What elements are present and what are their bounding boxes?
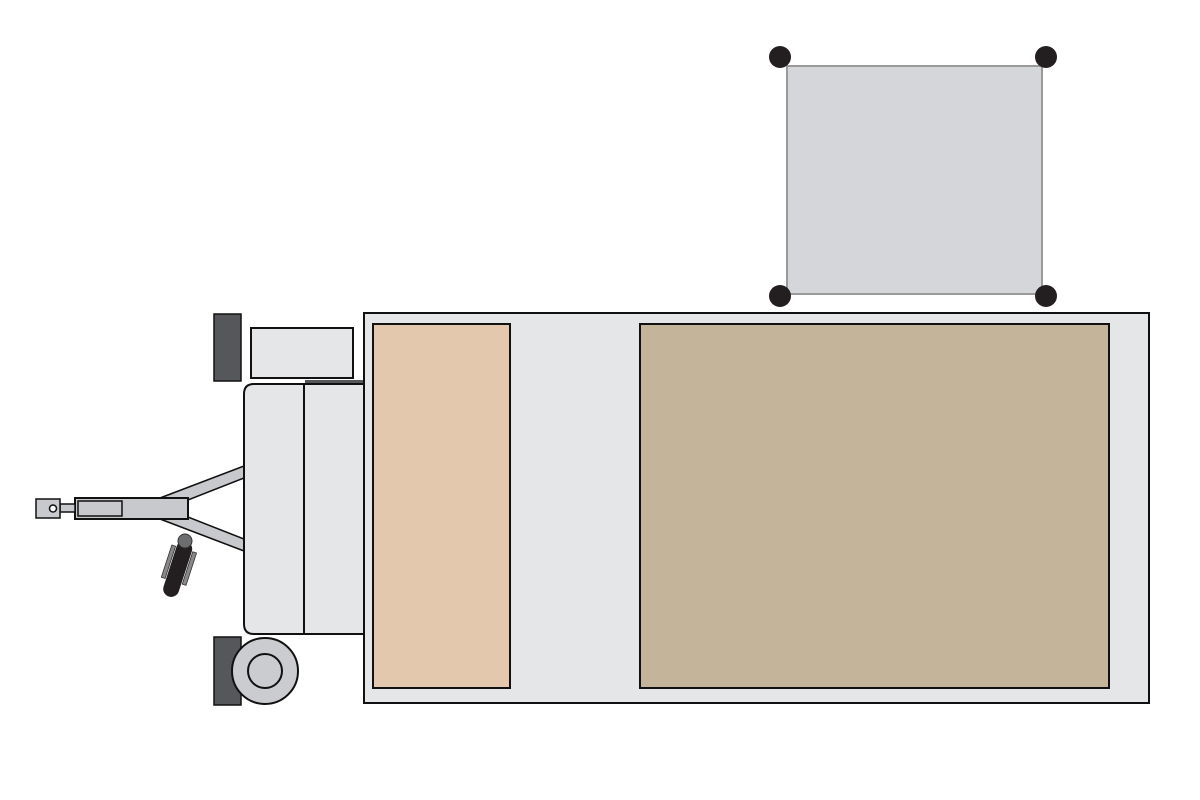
- spare-wheel-hub: [247, 653, 283, 689]
- front-storage-bench-inner: [303, 383, 365, 635]
- awning-canopy: [786, 65, 1043, 295]
- hitch-coupling: [35, 498, 61, 519]
- coupling-connector: [59, 503, 76, 513]
- a-frame-drawbar: [35, 464, 245, 553]
- awning-pole-bottom-left: [769, 285, 791, 307]
- jockey-wheel-tyre: [163, 540, 193, 597]
- drawbar-insert: [77, 500, 123, 517]
- jockey-wheel-handle: [177, 533, 193, 549]
- hitch-pin-hole: [48, 504, 58, 513]
- front-bed: [372, 323, 511, 689]
- front-storage-box: [250, 327, 354, 379]
- front-storage-bench-outer: [243, 383, 305, 635]
- awning-pole-bottom-right: [1035, 285, 1057, 307]
- a-frame-arm-top: [159, 464, 245, 501]
- awning-pole-top-left: [769, 46, 791, 68]
- awning: [769, 46, 1057, 307]
- front-box-lid-edge: [305, 380, 364, 383]
- main-bed: [639, 323, 1110, 689]
- jockey-wheel: [160, 540, 198, 597]
- awning-pole-top-right: [1035, 46, 1057, 68]
- fender-top: [213, 313, 242, 382]
